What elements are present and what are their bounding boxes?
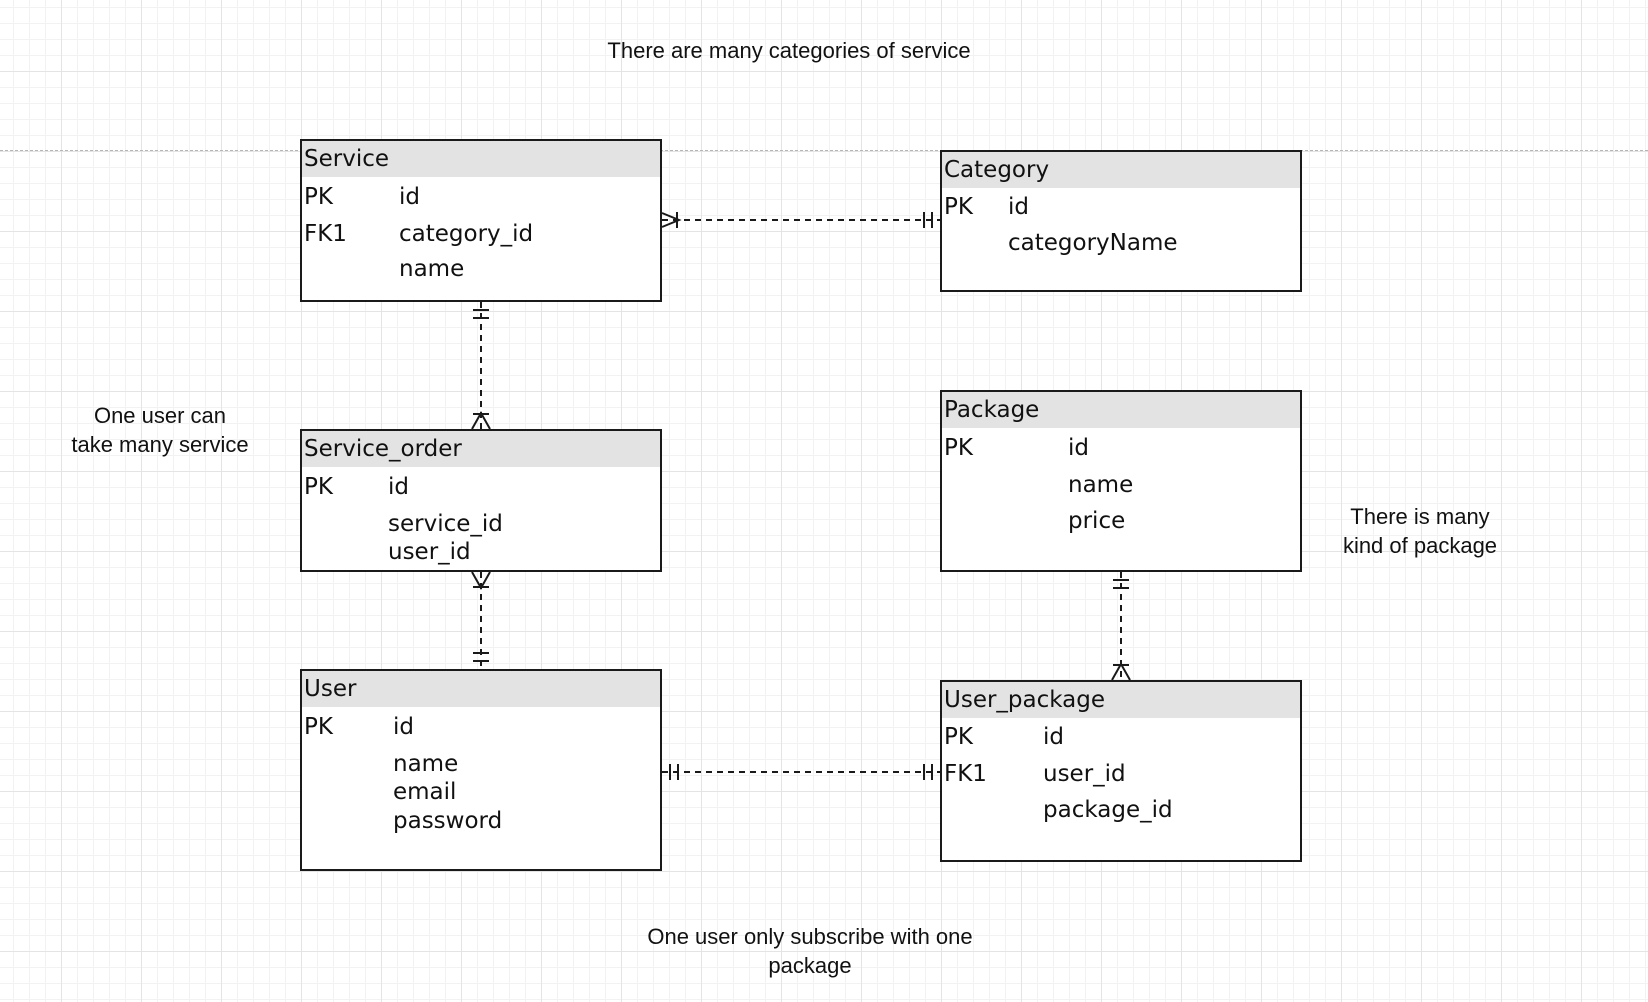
field-name: price (1068, 508, 1126, 534)
entity-title: User_package (942, 682, 1300, 718)
field-name: categoryName (1008, 230, 1178, 256)
entity-title: Service_order (302, 431, 660, 467)
entity-title: Category (942, 152, 1300, 188)
field-name: id (393, 714, 414, 740)
note-user-package: One user only subscribe with one package (647, 924, 973, 978)
page-break-line (0, 150, 1648, 151)
key-label: PK (304, 184, 333, 210)
field-name: name (399, 256, 465, 282)
field-name: user_id (388, 539, 471, 565)
field-name: password (393, 808, 503, 834)
relationship-service-order-user[interactable] (471, 571, 491, 669)
key-label: FK1 (304, 221, 347, 247)
field-name: name (1068, 472, 1134, 498)
entity-title: Package (942, 392, 1300, 428)
entity-service-order[interactable]: Service_order PK id service_id user_id (300, 429, 662, 572)
note-packages: There is many kind of package (1342, 504, 1498, 558)
field-name: service_id (388, 511, 503, 537)
field-name: id (399, 184, 420, 210)
entity-user[interactable]: User PK id name email password (300, 669, 662, 871)
field-name: id (1008, 194, 1029, 220)
note-user-service: One user can take many service (71, 403, 249, 457)
field-name: email (393, 779, 457, 805)
key-label: PK (304, 714, 333, 740)
key-label: FK1 (944, 761, 987, 787)
relationship-service-category[interactable] (661, 212, 940, 228)
entity-title: User (302, 671, 660, 707)
field-name: package_id (1043, 797, 1173, 823)
entity-title: Service (302, 141, 660, 177)
key-label: PK (304, 474, 333, 500)
field-name: user_id (1043, 761, 1126, 787)
field-name: id (1043, 724, 1064, 750)
entity-service[interactable]: Service PK id FK1 category_id name (300, 139, 662, 302)
relationship-package-user-package[interactable] (1111, 572, 1131, 681)
key-label: PK (944, 194, 973, 220)
key-label: PK (944, 435, 973, 461)
field-name: id (388, 474, 409, 500)
entity-category[interactable]: Category PK id categoryName (940, 150, 1302, 292)
note-categories: There are many categories of service (607, 38, 971, 63)
relationship-service-service-order[interactable] (471, 302, 491, 430)
field-name: category_id (399, 221, 534, 247)
entity-package[interactable]: Package PK id name price (940, 390, 1302, 572)
field-name: name (393, 751, 459, 777)
field-name: id (1068, 435, 1089, 461)
entity-user-package[interactable]: User_package PK id FK1 user_id package_i… (940, 680, 1302, 862)
key-label: PK (944, 724, 973, 750)
relationship-user-user-package[interactable] (662, 764, 940, 780)
